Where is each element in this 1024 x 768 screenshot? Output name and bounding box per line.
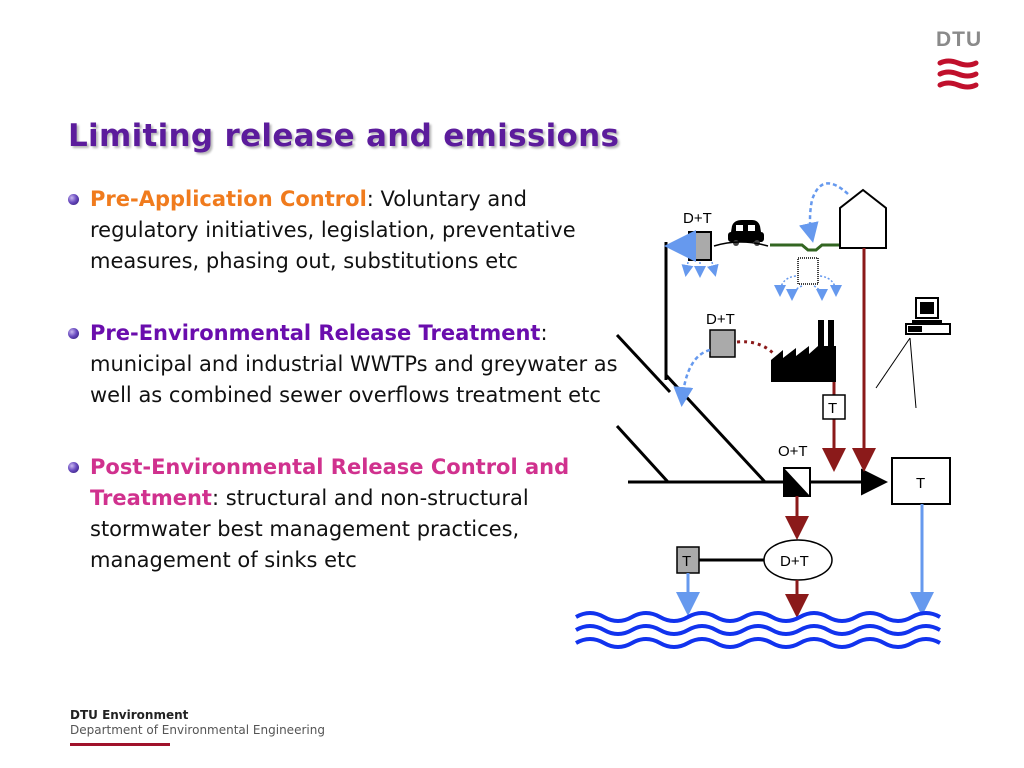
car-icon xyxy=(728,220,764,246)
footer-accent-bar xyxy=(70,743,170,746)
house-icon xyxy=(839,188,887,249)
signal-wire-2 xyxy=(909,337,917,409)
factory-discharge-dotted xyxy=(736,340,776,356)
bullet-text: Voluntary and regulatory initiatives, le… xyxy=(90,187,576,273)
label-ot: O+T xyxy=(778,443,808,460)
bullet-separator: : xyxy=(211,486,220,510)
label-dt-factory: D+T xyxy=(706,311,735,328)
overflow-box-icon xyxy=(783,467,811,497)
drip-arrow-3 xyxy=(706,261,719,277)
bullet-pre-environmental: Pre-Environmental Release Treatment: mun… xyxy=(68,318,628,411)
bullet-list: Pre-Application Control: Voluntary and r… xyxy=(68,184,628,617)
label-dt-top: D+T xyxy=(683,210,712,227)
bullet-post-environmental: Post-Environmental Release Control and T… xyxy=(68,452,628,576)
dtu-logo-text: DTU xyxy=(936,28,983,51)
footer: DTU Environment Department of Environmen… xyxy=(70,708,325,746)
bullet-pre-application: Pre-Application Control: Voluntary and r… xyxy=(68,184,628,277)
bullet-text: municipal and industrial WWTPs and greyw… xyxy=(90,352,618,407)
sewer-diagonal-main xyxy=(664,373,767,484)
bullet-dot-icon xyxy=(68,328,79,339)
bullet-separator: : xyxy=(366,187,374,211)
computer-icon xyxy=(905,297,951,335)
grass-swale xyxy=(770,243,840,252)
label-t-factory: T xyxy=(828,400,837,417)
roof-runoff-arrow xyxy=(798,182,849,243)
treatment-box-factory xyxy=(709,329,736,358)
label-t-left: T xyxy=(682,553,691,570)
infiltration-arrow-2 xyxy=(786,285,803,301)
treatment-box-right xyxy=(891,457,951,505)
infiltration-arrow-3 xyxy=(813,285,828,301)
infiltration-arrow-1 xyxy=(774,275,797,297)
sewer-diagonal-lower xyxy=(615,424,670,484)
sewer-diagonal-upper xyxy=(615,333,672,394)
treatment-box-top xyxy=(688,231,712,261)
footer-org: DTU Environment xyxy=(70,708,189,722)
bullet-dot-icon xyxy=(68,194,79,205)
slide-title: Limiting release and emissions xyxy=(68,118,620,154)
diagram-canvas: D+T xyxy=(575,182,951,649)
bullet-heading: Pre-Application Control xyxy=(90,187,367,211)
dtu-logo: DTU xyxy=(936,28,986,92)
bullet-separator: : xyxy=(540,321,548,345)
bullet-dot-icon xyxy=(68,462,79,473)
road-curve xyxy=(713,241,769,247)
bullet-heading: Pre-Environmental Release Treatment xyxy=(90,321,541,345)
signal-wire-1 xyxy=(875,337,911,389)
infiltration-box xyxy=(797,257,819,285)
emission-pathways-diagram: D+T xyxy=(560,170,990,660)
bullet-heading: Post-Environmental Release Control and T… xyxy=(90,455,570,510)
water-waves-icon xyxy=(575,611,941,649)
bullet-text: structural and non-structural stormwater… xyxy=(90,486,529,572)
label-dt-bottom: D+T xyxy=(780,553,809,570)
label-t-right: T xyxy=(916,475,925,492)
treatment-box-factory-t xyxy=(822,394,846,420)
factory-to-sewer-arrow xyxy=(673,348,711,407)
factory-icon xyxy=(771,320,836,382)
dtu-logo-waves-icon xyxy=(937,58,979,90)
infiltration-arrow-4 xyxy=(819,275,842,297)
footer-dept: Department of Environmental Engineering xyxy=(70,723,325,737)
drip-arrow-1 xyxy=(681,261,694,277)
